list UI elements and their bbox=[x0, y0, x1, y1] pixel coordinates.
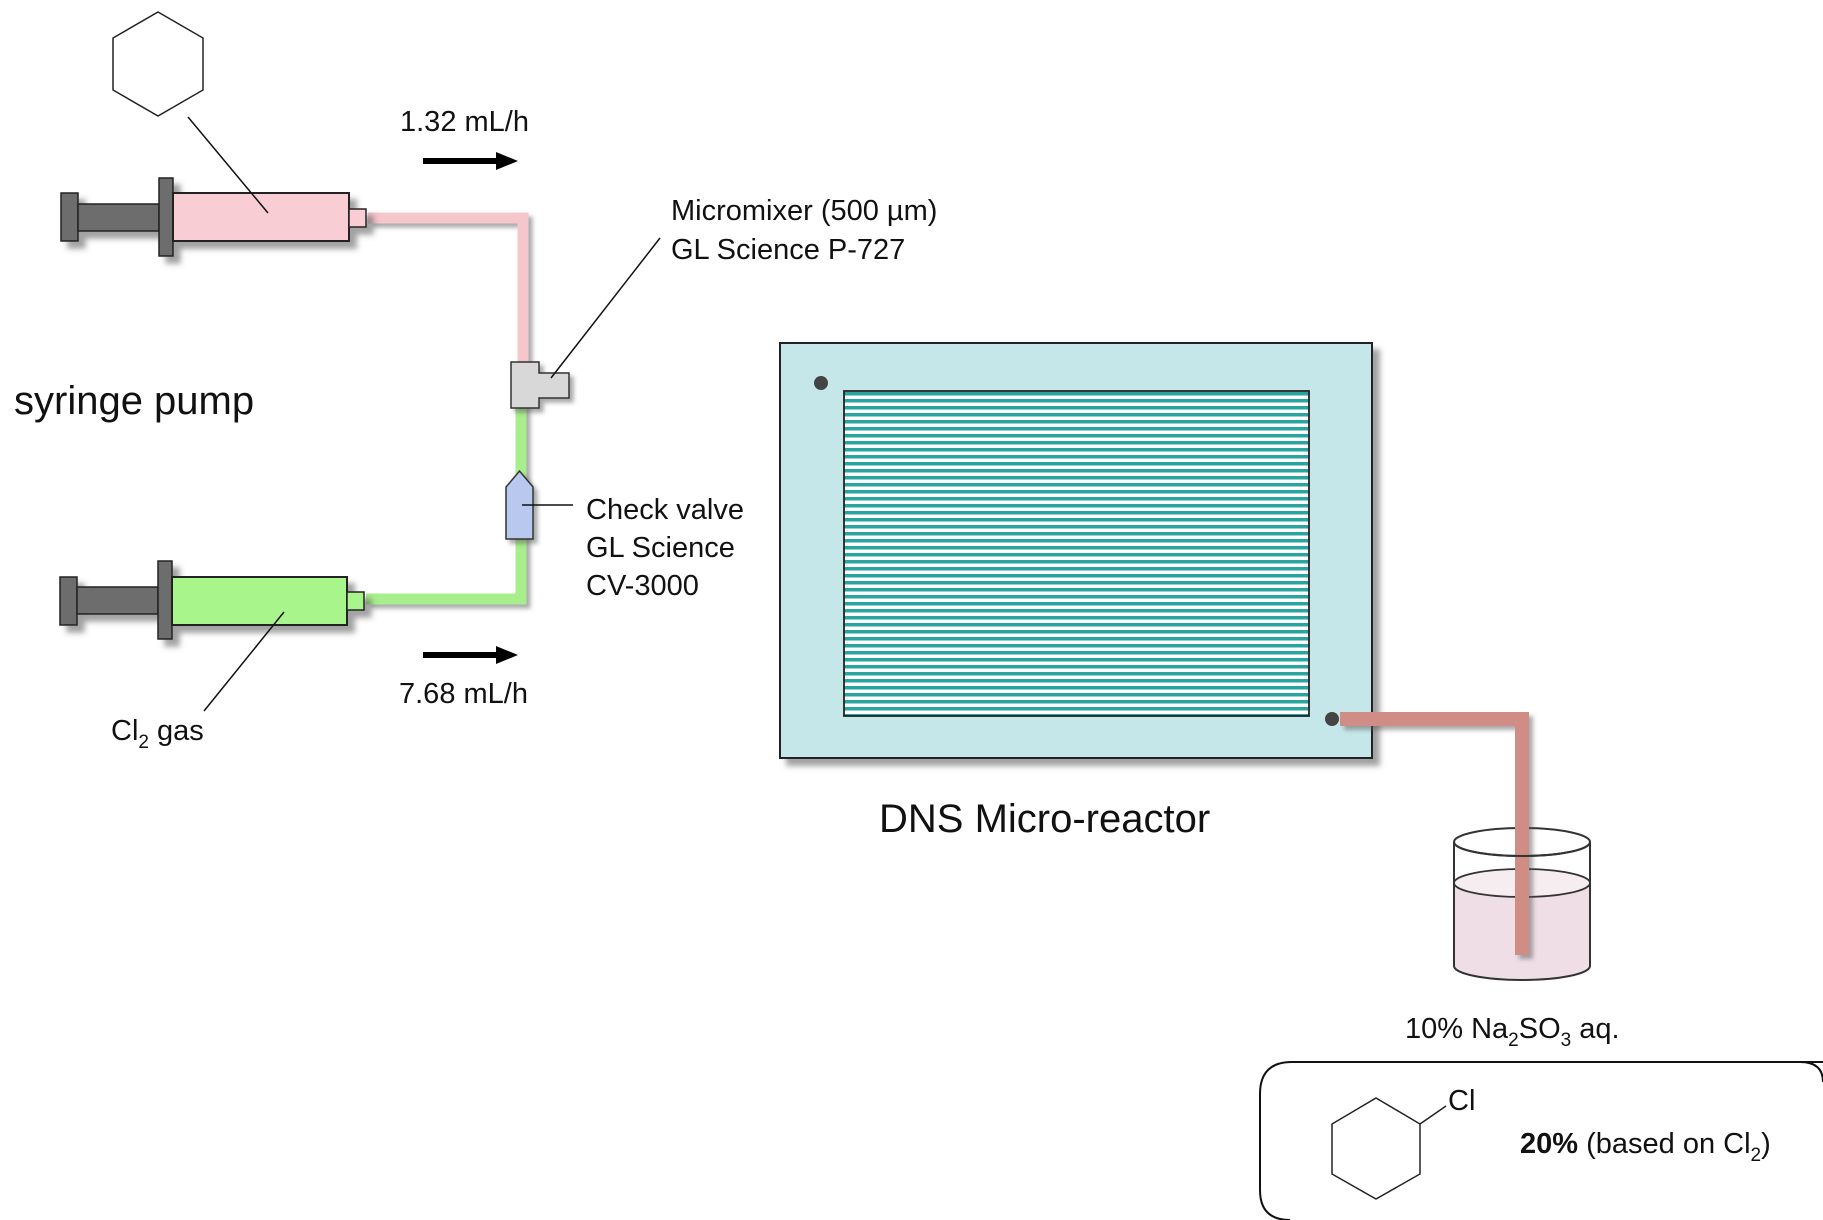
finger-flange-top bbox=[158, 177, 174, 257]
product-cl-atom: Cl bbox=[1448, 1085, 1475, 1117]
result-box-frame bbox=[1259, 1061, 1823, 1220]
nozzle-top bbox=[348, 208, 367, 228]
micromixer-body bbox=[510, 361, 570, 409]
syringe-top bbox=[60, 177, 367, 257]
check-valve-label-1: Check valve bbox=[586, 494, 744, 526]
outlet-tube bbox=[1340, 712, 1529, 955]
plunger-rod-bottom bbox=[76, 586, 159, 615]
beaker-glass bbox=[1453, 841, 1591, 981]
quench-label: 10% Na2SO3 aq. bbox=[1405, 1013, 1620, 1051]
chlorocyclohexane-structure bbox=[1331, 1097, 1421, 1200]
cyclohexane-structure bbox=[112, 11, 204, 117]
check-valve bbox=[505, 469, 534, 540]
tubing bbox=[366, 212, 815, 605]
c-cl-bond bbox=[1419, 1105, 1447, 1125]
result-box-top-corner bbox=[1799, 1061, 1823, 1083]
check-valve-body bbox=[505, 469, 534, 540]
micromixer-label-2: GL Science P-727 bbox=[671, 234, 905, 266]
nozzle-bottom bbox=[346, 591, 365, 611]
leader-lines bbox=[187, 116, 661, 712]
plunger-cap-bottom bbox=[59, 576, 78, 626]
check-valve-label-3: CV-3000 bbox=[586, 570, 699, 602]
plunger-rod-top bbox=[77, 203, 160, 232]
finger-flange-bottom bbox=[157, 560, 173, 640]
plunger-cap-top bbox=[60, 192, 79, 242]
reactor-channels bbox=[843, 390, 1310, 717]
syringe-pump-label: syringe pump bbox=[14, 379, 254, 423]
reactor-outlet-port bbox=[1325, 712, 1339, 726]
syringe-bottom bbox=[59, 560, 365, 640]
beaker-walls bbox=[1453, 842, 1591, 981]
flow-rate-top: 1.32 mL/h bbox=[400, 106, 529, 138]
yield-text: 20% (based on Cl2) bbox=[1520, 1128, 1771, 1166]
cl2-gas-label: Cl2 gas bbox=[111, 715, 204, 753]
leader-cyclohexane bbox=[187, 116, 269, 214]
reactor-label: DNS Micro-reactor bbox=[879, 797, 1210, 841]
reactor-inlet-port bbox=[814, 376, 828, 390]
leader-micromixer bbox=[550, 237, 661, 379]
green-tube bbox=[366, 400, 527, 605]
micromixer bbox=[510, 361, 570, 409]
flow-rate-bottom: 7.68 mL/h bbox=[399, 678, 528, 710]
leader-cl2 bbox=[203, 611, 285, 712]
check-valve-label-2: GL Science bbox=[586, 532, 735, 564]
flow-arrow-top bbox=[423, 152, 518, 170]
beaker-front-rim bbox=[1453, 841, 1591, 857]
micromixer-label-1: Micromixer (500 µm) bbox=[671, 195, 937, 227]
barrel-bottom bbox=[171, 576, 348, 626]
product-result-box: Cl 20% (based on Cl2) bbox=[1259, 1061, 1823, 1220]
pink-tube bbox=[368, 212, 529, 378]
flow-arrow-bottom bbox=[423, 646, 518, 664]
dns-micro-reactor bbox=[779, 342, 1373, 759]
barrel-top bbox=[172, 192, 350, 242]
